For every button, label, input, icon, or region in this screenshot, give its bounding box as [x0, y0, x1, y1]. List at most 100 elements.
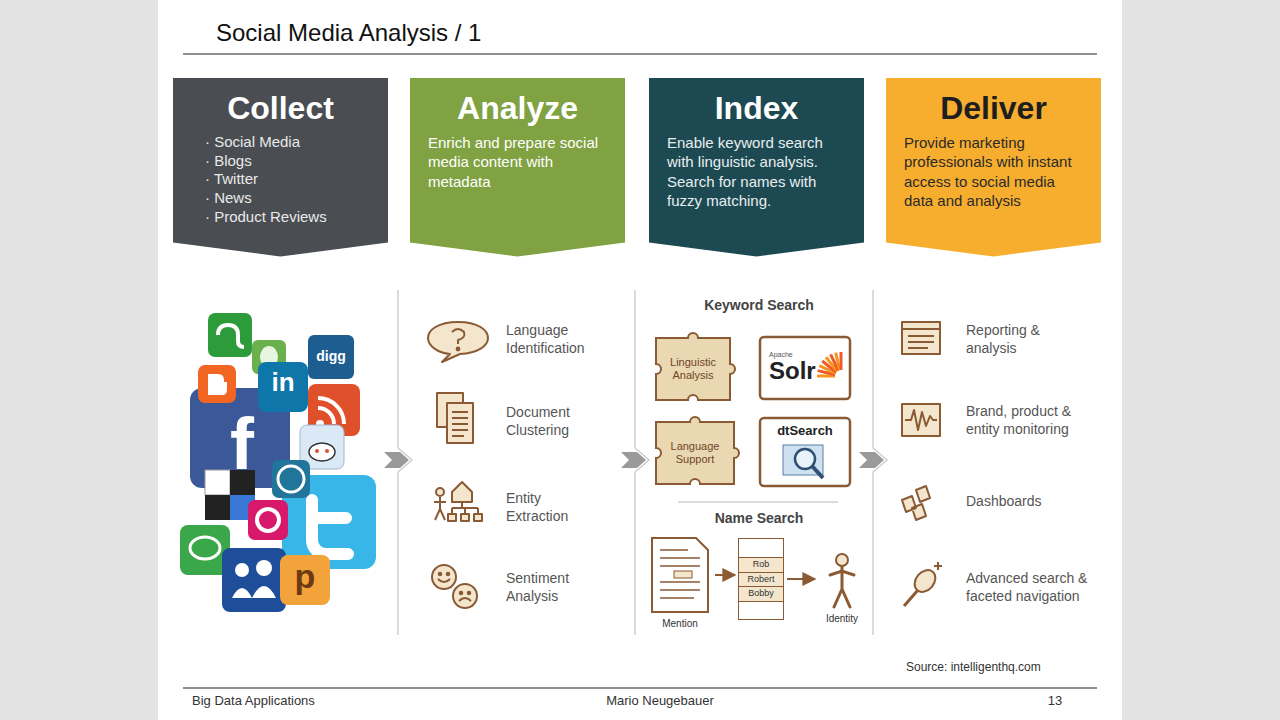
column-separator [678, 501, 838, 503]
social-logo [280, 555, 330, 605]
stage-header: IndexEnable keyword search with linguist… [649, 78, 864, 257]
analysis-icon [428, 322, 488, 608]
logo-text: f [222, 408, 262, 480]
social-logo [232, 586, 276, 598]
document-lines [660, 550, 700, 598]
stage-heading: Deliver [904, 90, 1083, 127]
delivery-item: Dashboards [966, 492, 1086, 510]
social-logo [248, 500, 288, 540]
solr-sun [817, 352, 841, 376]
product-logo-text: Solr [769, 358, 816, 384]
stage-body: Enable keyword search with linguistic an… [667, 133, 846, 211]
puzzle-outline [656, 333, 735, 400]
column-separator [398, 290, 887, 635]
analysis-icon [436, 488, 444, 496]
social-logo [325, 449, 329, 453]
section-heading: Name Search [679, 509, 839, 527]
analysis-step: Language Identification [506, 321, 616, 357]
stage-body: · Blogs [191, 152, 370, 171]
social-logo [235, 563, 249, 577]
analysis-icon [452, 502, 478, 514]
flow-connector [787, 578, 815, 580]
social-logo [278, 466, 304, 492]
rule-line [183, 53, 1097, 54]
person-figure [818, 553, 866, 609]
stage-heading: Index [667, 90, 846, 127]
name-list-text: Rob [739, 557, 783, 572]
social-logo [315, 449, 319, 453]
analysis-icon [452, 412, 468, 436]
delivery-icon [902, 486, 930, 520]
stage-body: · Social Media [191, 133, 370, 152]
delivery-item: Reporting & analysis [966, 321, 1066, 357]
puzzle-piece-text: Linguistic Analysis [662, 356, 724, 381]
stage-body: · News [191, 189, 370, 208]
person-figure: Identity [818, 553, 866, 625]
person-body [830, 567, 854, 607]
delivery-item: Brand, product & entity monitoring [966, 402, 1094, 438]
social-logo [312, 500, 348, 554]
delivery-icon [902, 322, 942, 606]
name-list-text: Robert [739, 572, 783, 587]
header-fill [649, 78, 864, 257]
document-figure: Mention [648, 536, 712, 630]
product-logo-text: Apache [769, 351, 793, 358]
stage-heading: Analyze [428, 90, 607, 127]
delivery-item: Advanced search & faceted navigation [966, 569, 1098, 605]
magnifier-icon [783, 445, 823, 478]
analysis-icon [457, 348, 460, 351]
analysis-icon [453, 584, 477, 608]
social-logo [257, 509, 279, 531]
analysis-icon [461, 514, 469, 521]
stage-body: · Product Reviews [191, 208, 370, 227]
solr-sun [836, 353, 840, 371]
delivery-icon [910, 566, 939, 596]
slide-title: Social Media Analysis / 1 [216, 19, 481, 47]
analysis-step: Sentiment Analysis [506, 569, 591, 605]
social-logo [309, 443, 335, 461]
analysis-icon [432, 565, 456, 589]
footer-text: Mario Neugebauer [560, 693, 760, 710]
social-logo [180, 313, 376, 612]
person-figure-text: Identity [818, 612, 866, 625]
social-logo [190, 537, 220, 559]
document-figure-text: Mention [648, 617, 712, 630]
stage-body: Enrich and prepare social media content … [428, 133, 607, 192]
analysis-step: Document Clustering [506, 403, 591, 439]
social-logo [218, 325, 244, 347]
delivery-icon [905, 410, 937, 430]
social-logo [205, 470, 230, 495]
source-note: Source: intelligenthq.com [906, 660, 1041, 676]
analysis-icon [452, 329, 464, 344]
analysis-icon [474, 514, 482, 521]
magnifier-icon [812, 466, 823, 478]
puzzle-piece: Linguistic Analysis [650, 332, 736, 406]
social-logo [256, 560, 272, 576]
flow-connector [715, 574, 735, 576]
rule-line [183, 687, 1097, 688]
delivery-icon [902, 322, 940, 354]
logo-text: p [280, 559, 330, 593]
header-fill [410, 78, 625, 257]
analysis-icon [428, 322, 488, 362]
product-logo: dtSearch [757, 415, 853, 489]
social-logo [258, 362, 308, 412]
product-logo: ApacheSolr [757, 334, 853, 402]
name-list: RobRobertBobby [738, 538, 784, 620]
header-fill [886, 78, 1101, 257]
social-logo [318, 398, 344, 424]
document-figure [648, 536, 712, 614]
analysis-icon [448, 514, 456, 521]
section-heading: Keyword Search [679, 296, 839, 314]
footer-text: Big Data Applications [192, 693, 315, 710]
social-logo [272, 460, 310, 498]
analysis-icon [460, 592, 463, 595]
stage-header: DeliverProvide marketing professionals w… [886, 78, 1101, 257]
social-logo [205, 495, 230, 520]
stage-body: Provide marketing professionals with ins… [904, 133, 1083, 211]
social-logo [308, 335, 354, 379]
flow-arrow [859, 452, 884, 468]
social-logo [222, 548, 286, 612]
analysis-icon [468, 592, 471, 595]
